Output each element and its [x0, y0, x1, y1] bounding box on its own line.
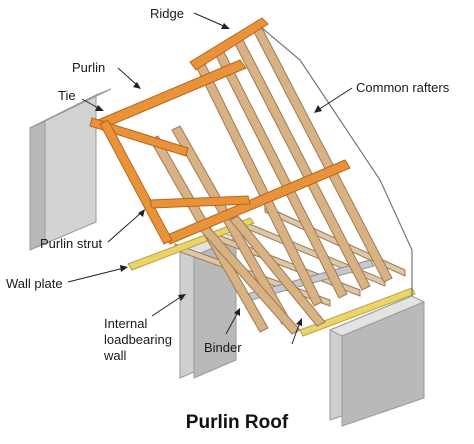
- binder-label: Binder: [204, 340, 242, 355]
- gable-end-wall: [29, 88, 112, 251]
- internal-wall-label-line3: wall: [103, 348, 127, 363]
- leader-lines: [67, 12, 353, 345]
- common-rafters: [149, 27, 393, 335]
- purlin-strut-label: Purlin strut: [40, 236, 103, 251]
- right-end-wall: [328, 295, 426, 427]
- ridge: [189, 17, 269, 71]
- wall-plate-label: Wall plate: [6, 276, 63, 291]
- diagram-title: Purlin Roof: [186, 412, 289, 433]
- tie: [89, 117, 189, 157]
- purlin-strut: [99, 119, 251, 245]
- purlin-label: Purlin: [72, 60, 105, 75]
- internal-wall-label-line2: loadbearing: [104, 332, 172, 347]
- tie-label: Tie: [58, 88, 76, 103]
- ridge-label: Ridge: [150, 6, 184, 21]
- internal-wall-label-line1: Internal: [104, 316, 147, 331]
- roof-outline: [261, 27, 413, 296]
- common-rafters-label: Common rafters: [356, 80, 450, 95]
